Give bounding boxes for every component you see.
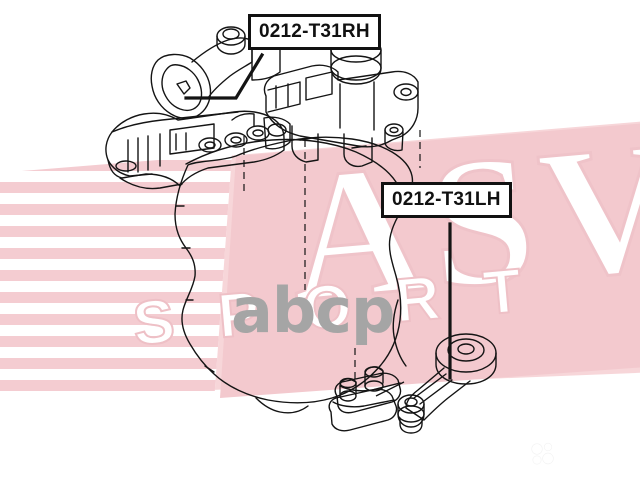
bracket-boss-2-hole: [230, 136, 242, 144]
leader-lines: [184, 52, 452, 380]
cushion-leader: [375, 381, 405, 397]
avito-wordmark: Avito: [558, 444, 610, 467]
bracket-right-flange: [263, 116, 291, 150]
rod-small-bushing-nut: [399, 417, 423, 434]
rod-small-bushing-ring: [397, 405, 425, 423]
bolt-boss-inner: [222, 28, 240, 40]
cushion-lower-plate: [328, 388, 398, 432]
mount-bushing-outer: [150, 53, 212, 120]
trans-mount-right-boss: [393, 83, 419, 101]
housing-step-4: [204, 365, 215, 373]
trans-mount-cap-mid: [330, 55, 382, 81]
bracket-right-hole: [267, 123, 287, 137]
avito-logo: Avito: [529, 441, 623, 467]
trans-mount-leg-left-detail: [299, 137, 313, 141]
trans-mount-left-wing: [267, 81, 301, 113]
part-number-label-lh[interactable]: 0212-T31LH: [381, 182, 512, 218]
cushion-upper-plate: [334, 372, 402, 414]
alignment-dashed-lines: [243, 130, 421, 382]
part-number-label-rh[interactable]: 0212-T31RH: [248, 14, 381, 50]
rod-arm-groove-1: [413, 373, 447, 399]
bracket-boss-1-hole: [204, 141, 216, 149]
bracket-pocket: [169, 123, 215, 155]
trans-mount-lower-hole: [389, 126, 399, 134]
bracket-left-foot: [107, 159, 153, 177]
trans-mount-leg-right-detail: [351, 145, 367, 149]
housing-right-flange: [392, 299, 407, 367]
trans-mount-lower-boss: [384, 123, 404, 137]
avito-logo-icon: Avito: [531, 442, 610, 467]
leader-line-rh: [184, 52, 265, 100]
rod-big-bushing-body: [435, 352, 497, 385]
small-leaders: [375, 381, 405, 397]
bolt-boss-body: [216, 35, 246, 55]
cushion-plate-edge: [332, 399, 395, 408]
trans-mount-leg-right: [343, 133, 373, 168]
trans-mount-body: [263, 64, 419, 148]
trans-mount-pocket: [305, 71, 333, 101]
rod-arm-groove-2: [419, 379, 453, 405]
mount-bushing-inner: [161, 64, 203, 112]
housing-top-edge: [185, 138, 397, 183]
bracket-top-deck: [111, 111, 239, 133]
trans-mount-right-hole: [400, 87, 412, 97]
mount-bushing-core: [176, 80, 191, 95]
bracket-left-foot-hole: [115, 160, 137, 172]
rod-big-bushing-mid: [447, 338, 485, 362]
housing-bottom-notch: [255, 397, 309, 414]
bracket-boss-riser: [231, 113, 255, 127]
trans-mount-lower-boss-body: [384, 129, 404, 152]
bracket-boss-2: [224, 132, 248, 148]
bracket-boss-1: [198, 137, 222, 153]
cushion-stud-right-top: [364, 366, 384, 378]
rod-arm: [405, 367, 471, 421]
rod-big-bushing-core: [457, 343, 475, 355]
trans-mount-leg-left: [291, 125, 319, 163]
rod-small-bushing-body: [397, 403, 425, 428]
cushion-stud-left-top: [339, 377, 357, 389]
bracket-boss-3-hole: [252, 129, 264, 137]
bracket-bottom: [119, 177, 183, 190]
gearbox-housing-outline: [174, 136, 414, 404]
